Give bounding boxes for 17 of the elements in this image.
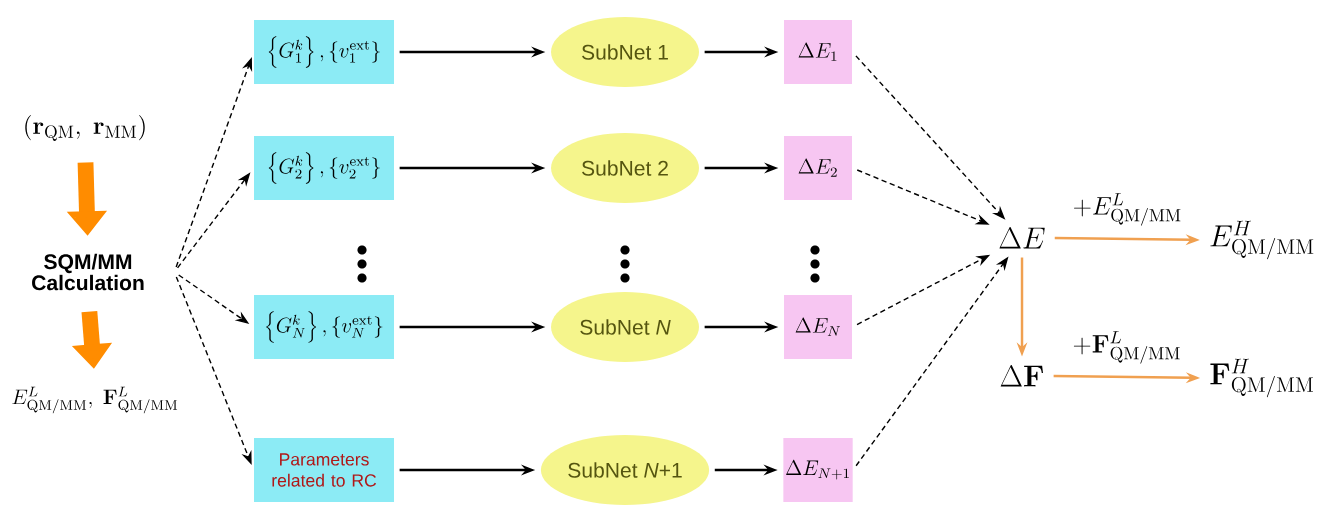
formula-text: $\left(\mathbf{r}_{\mathrm{QM}},\ \mathbf{r}_{\mathrm{MM}}\right)$ <box>25 114 145 142</box>
formula-text: $\Delta E$ <box>999 226 1045 249</box>
edge-label: $+\mathbf{F}^{L}_{\mathrm{QM/MM}}$ <box>1073 331 1180 364</box>
process-label: SQM/MM Calculation <box>32 253 144 291</box>
input-box: $\left\{G_2^{k}\right\},\left\{v_2^{\mathrm{ext}}\right\}$ <box>254 136 394 200</box>
output-box: $\Delta E_N$ <box>784 295 852 359</box>
edge-label: $+E^{L}_{\mathrm{QM/MM}}$ <box>1074 193 1181 226</box>
output-box: $\Delta E_2$ <box>784 136 852 200</box>
formula-text: $\mathbf{F}^{H}_{\mathrm{QM/MM}}$ <box>1210 358 1313 398</box>
input-box: $\left\{G_N^{k}\right\},\left\{v_N^{\mathrm{ext}}\right\}$ <box>254 295 394 359</box>
output-box: $\Delta E_{N+1}$ <box>783 438 853 502</box>
formula-text: $E^{L}_{\mathrm{QM/MM}},\ \mathbf{F}^{L}_{\mathrm{QM/MM}}$ <box>12 386 178 414</box>
input-box: Parameters related to RC <box>254 438 394 502</box>
input-box: $\left\{G_1^{k}\right\},\left\{v_1^{\mathrm{ext}}\right\}$ <box>254 20 394 84</box>
formula-text: $E^{H}_{\mathrm{QM/MM}}$ <box>1210 220 1314 260</box>
output-box: $\Delta E_1$ <box>784 20 852 84</box>
formula-text: $\Delta\mathbf{F}$ <box>1000 364 1043 387</box>
